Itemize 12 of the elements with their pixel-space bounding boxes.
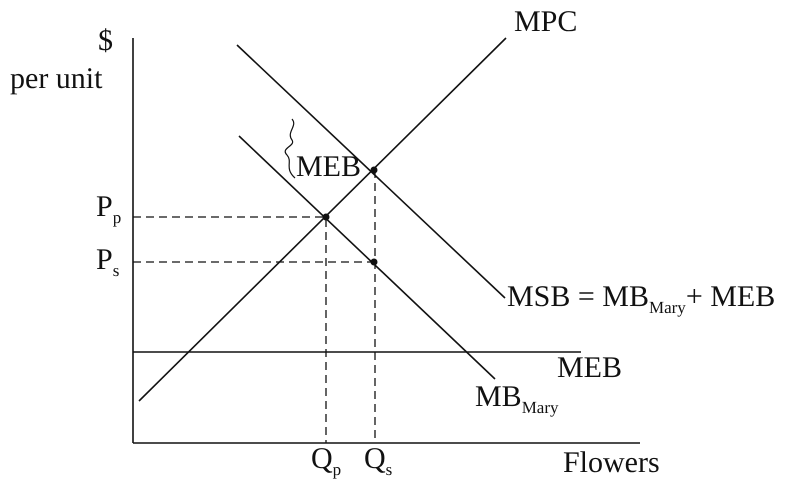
curve-label: MSB = MB$_{Mary}$+ MEB: [507, 280, 776, 318]
curve-label: MB$_{Mary}$: [475, 380, 559, 418]
curve-label: MEB: [557, 351, 622, 384]
axis-label: Flowers: [563, 446, 660, 479]
price-label: P$_{s}$: [96, 243, 120, 281]
quantity-label: Q$_{s}$: [364, 442, 392, 480]
price-label: P$_{p}$: [96, 190, 122, 228]
curve-label: MPC: [514, 5, 578, 38]
axis-label: per unit: [10, 62, 102, 95]
quantity-label: Q$_{p}$: [311, 442, 342, 480]
curve-label: MEB: [296, 150, 362, 183]
axis-label: $: [98, 24, 113, 57]
